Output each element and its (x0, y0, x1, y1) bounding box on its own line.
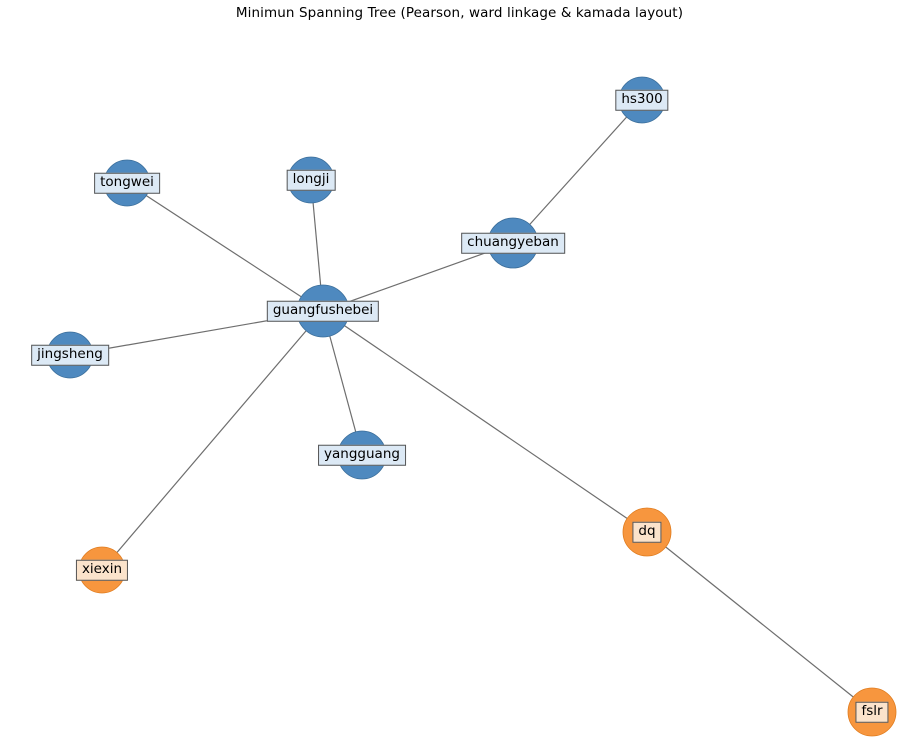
graph-edge (512, 99, 643, 244)
graph-edge (646, 531, 873, 713)
node-label-tongwei: tongwei (94, 172, 160, 194)
node-layer (46, 76, 897, 737)
node-label-guangfushebei: guangfushebei (266, 300, 380, 322)
node-label-fslr: fslr (855, 701, 889, 723)
node-label-longji: longji (286, 169, 336, 191)
node-label-xiexin: xiexin (75, 559, 129, 581)
node-label-dq: dq (632, 521, 662, 543)
graph-edge (126, 182, 324, 312)
node-label-jingsheng: jingsheng (31, 344, 109, 366)
edge-layer (69, 99, 873, 713)
node-label-yangguang: yangguang (318, 444, 406, 466)
graph-edge (101, 310, 324, 571)
node-label-chuangyeban: chuangyeban (461, 232, 565, 254)
graph-edge (322, 310, 648, 533)
chart-title: Minimun Spanning Tree (Pearson, ward lin… (235, 5, 684, 21)
node-label-hs300: hs300 (615, 89, 669, 111)
graph-edge (322, 242, 514, 312)
